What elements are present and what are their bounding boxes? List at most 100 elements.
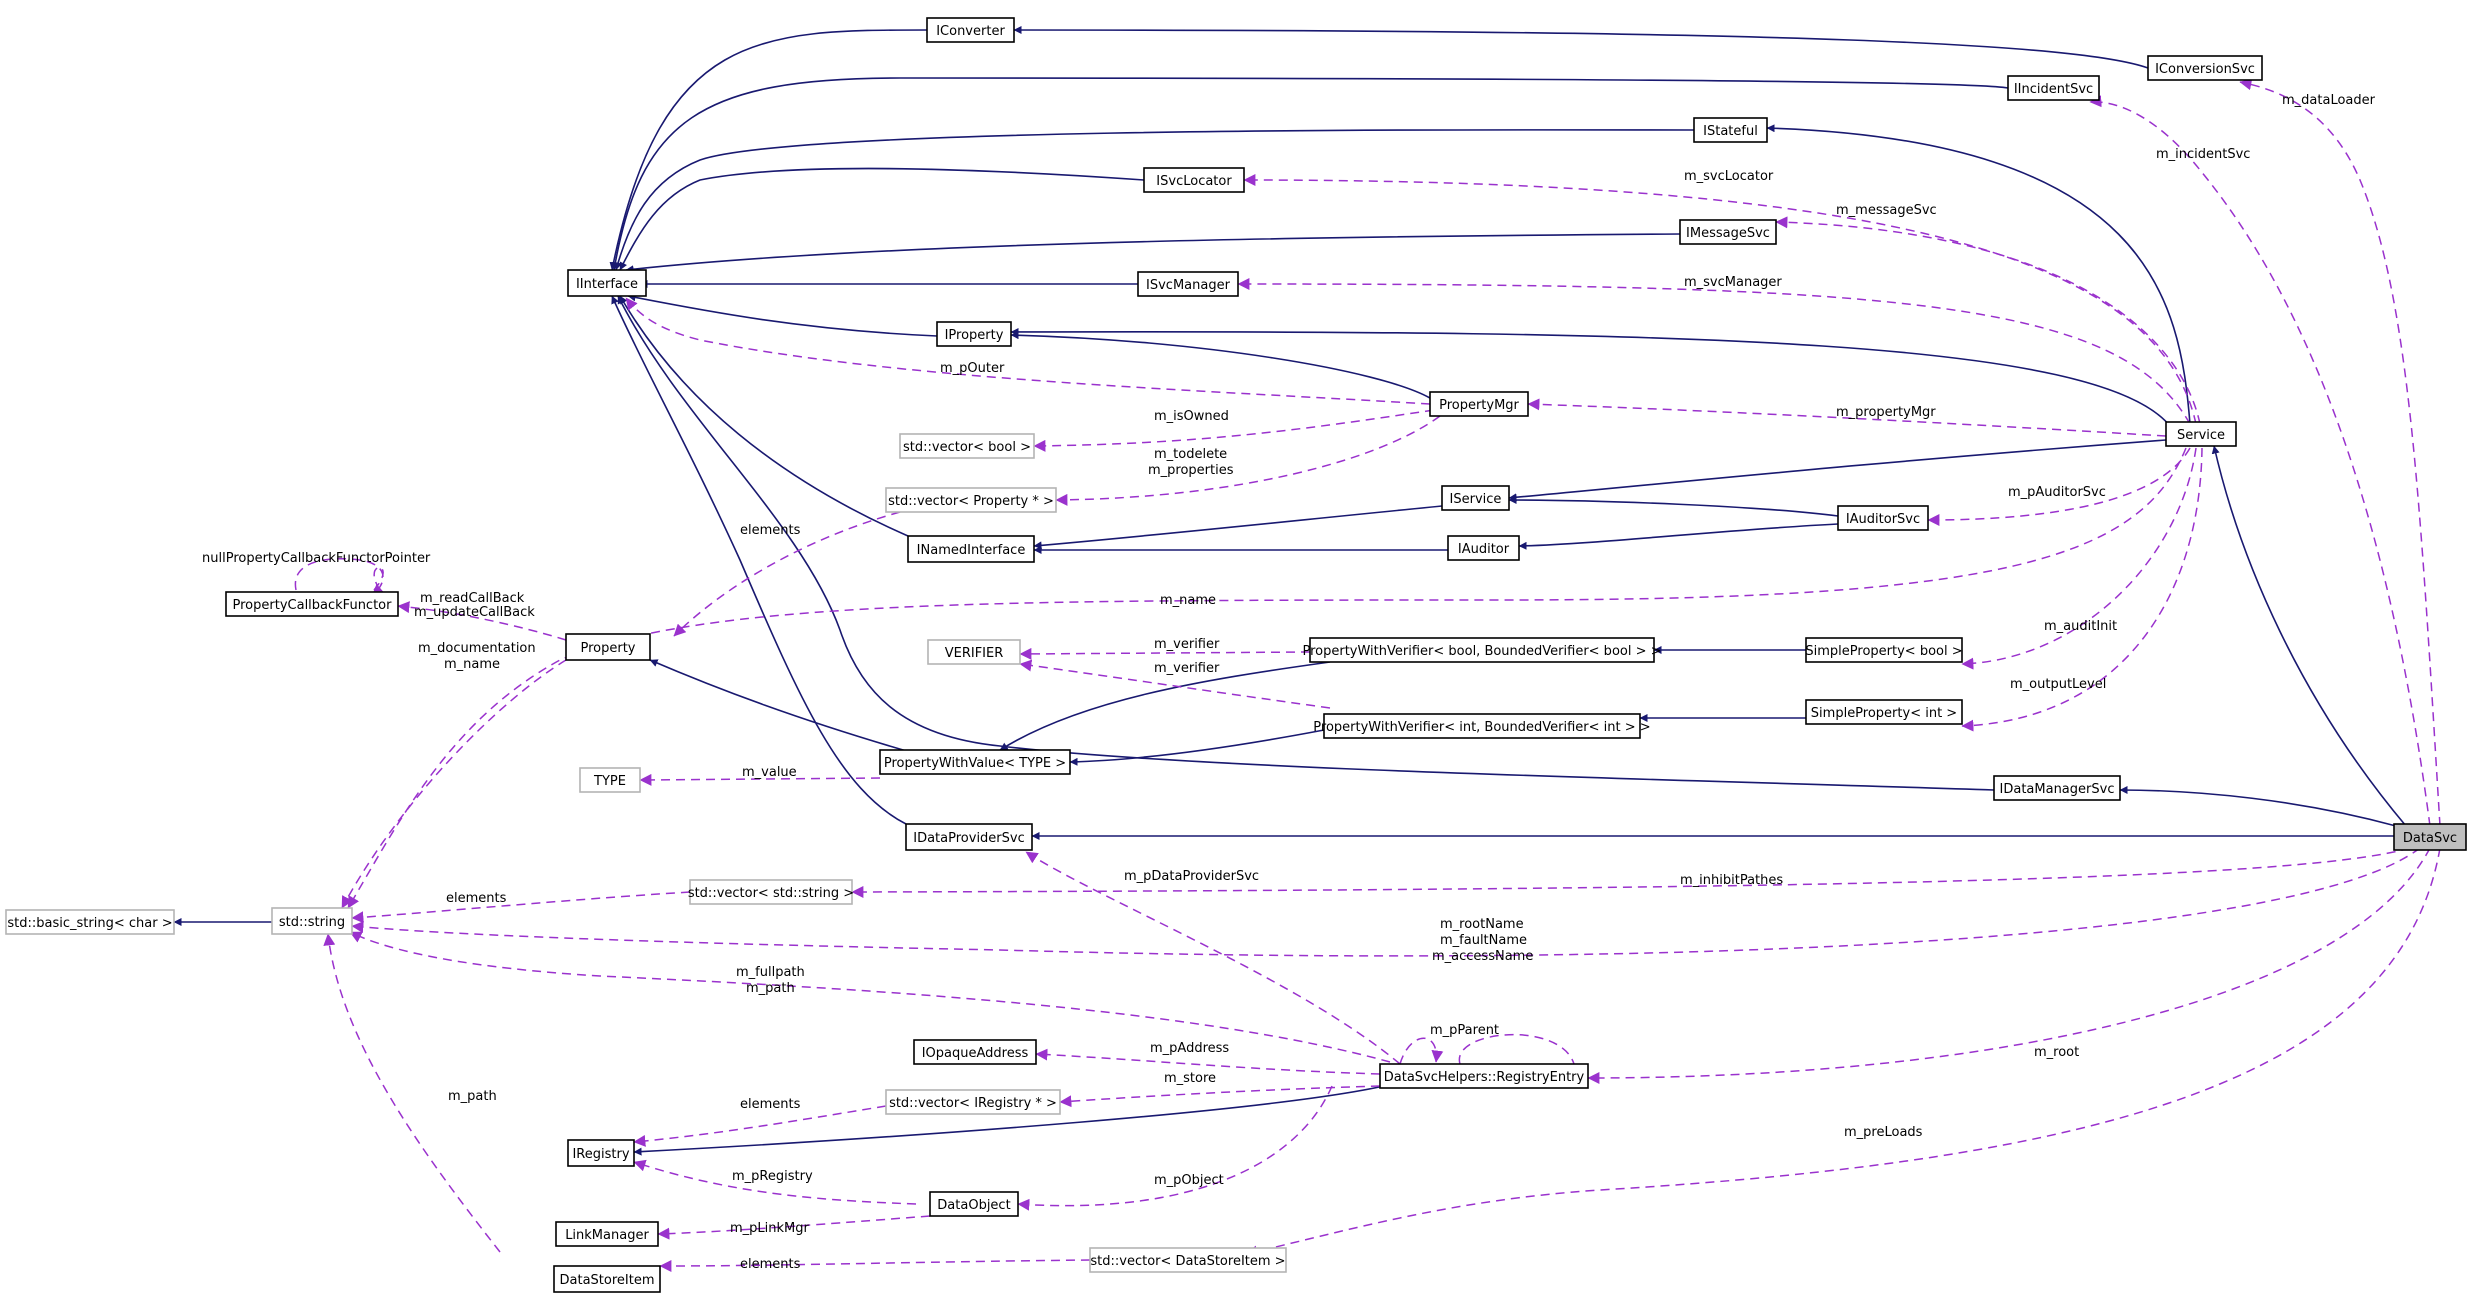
edge-use-elements-string: [351, 891, 691, 924]
node-vector-datastoreitem[interactable]: std::vector< DataStoreItem >: [1089, 1247, 1287, 1273]
node-dataobject[interactable]: DataObject: [929, 1191, 1019, 1217]
edge-label-m-pobject: m_pObject: [1154, 1173, 1224, 1188]
node-service[interactable]: Service: [2165, 421, 2237, 447]
node-simpleproperty-bool[interactable]: SimpleProperty< bool >: [1805, 637, 1963, 663]
node-istateful[interactable]: IStateful: [1693, 117, 1768, 143]
node-vector-bool[interactable]: std::vector< bool >: [899, 433, 1035, 459]
edge-label-m-inhibitpathes: m_inhibitPathes: [1680, 873, 1783, 888]
edge-label-m-incidentsvc: m_incidentSvc: [2156, 147, 2250, 162]
node-iconversionsvc[interactable]: IConversionSvc: [2147, 55, 2263, 81]
node-inamedinterface[interactable]: INamedInterface: [907, 535, 1035, 563]
node-label: Service: [2177, 428, 2225, 443]
edge-use-pauditorsvc: [1927, 447, 2191, 526]
node-linkmanager[interactable]: LinkManager: [555, 1221, 659, 1247]
node-iproperty[interactable]: IProperty: [936, 321, 1012, 347]
edge-use-messagesvc: [1775, 216, 2201, 425]
node-label: std::vector< Property * >: [888, 494, 1054, 509]
node-label: std::vector< DataStoreItem >: [1090, 1254, 1285, 1269]
edge-label-m-store: m_store: [1164, 1071, 1216, 1086]
edge-label-m-verifier-int: m_verifier: [1154, 661, 1220, 676]
node-iinterface[interactable]: IInterface: [567, 269, 647, 297]
edge-label-m-name-service: m_name: [1160, 593, 1216, 608]
edge-labels: m_dataLoader m_incidentSvc m_svcLocator …: [202, 93, 2376, 1272]
edge-use-rootname: [351, 847, 2421, 957]
edge-label-m-documentation: m_documentation: [418, 641, 536, 656]
edge-label-elements-string: elements: [446, 891, 507, 906]
edge-propertywithvalue-property: [649, 659, 911, 753]
inheritance-edges: [173, 26, 2407, 1156]
edge-service-iproperty: [1010, 327, 2171, 427]
node-propertywithvalue[interactable]: PropertyWithValue< TYPE >: [879, 749, 1071, 775]
node-label: PropertyWithValue< TYPE >: [884, 756, 1066, 771]
edge-pwvint-propertywithvalue: [1069, 729, 1325, 766]
node-basic-string[interactable]: std::basic_string< char >: [5, 909, 175, 935]
edge-iproperty-iinterface: [627, 293, 938, 337]
node-label: std::vector< std::string >: [688, 886, 854, 901]
node-datastoreitem[interactable]: DataStoreItem: [553, 1265, 661, 1293]
edge-use-plinkmgr: [657, 1215, 931, 1240]
edge-use-elements-datastore: [659, 1259, 1091, 1272]
node-label: INamedInterface: [917, 543, 1026, 558]
edge-label-m-root: m_root: [2034, 1045, 2079, 1060]
edge-label-m-pregistry: m_pRegistry: [732, 1169, 813, 1184]
edge-pwvbool-propertywithvalue: [999, 661, 1331, 751]
node-datasvc[interactable]: DataSvc: [2393, 823, 2467, 851]
node-iregistry[interactable]: IRegistry: [567, 1139, 635, 1167]
edge-iauditorsvc-iservice: [1508, 496, 1839, 517]
node-propertycallbackfunctor[interactable]: PropertyCallbackFunctor: [225, 591, 399, 617]
node-label: std::basic_string< char >: [7, 916, 172, 931]
node-vector-string[interactable]: std::vector< std::string >: [688, 879, 854, 905]
node-idatamanagersvc[interactable]: IDataManagerSvc: [1993, 775, 2121, 801]
edge-label-m-verifier-bool: m_verifier: [1154, 637, 1220, 652]
edge-label-m-propertymgr: m_propertyMgr: [1836, 405, 1936, 420]
node-iauditor[interactable]: IAuditor: [1447, 535, 1520, 561]
node-registryentry[interactable]: DataSvcHelpers::RegistryEntry: [1379, 1063, 1589, 1089]
edge-service-iservice: [1508, 439, 2167, 502]
node-label: IConversionSvc: [2155, 62, 2255, 77]
node-isvclocator[interactable]: ISvcLocator: [1143, 167, 1245, 193]
node-label: IDataProviderSvc: [913, 831, 1025, 846]
edge-use-path-item: [323, 933, 501, 1253]
node-iopaqueaddress[interactable]: IOpaqueAddress: [913, 1039, 1037, 1065]
node-iincidentsvc[interactable]: IIncidentSvc: [2007, 75, 2100, 101]
edge-propertymgr-iproperty: [1010, 331, 1431, 399]
node-label: IStateful: [1703, 124, 1758, 139]
edge-use-pdataprovidersvc: [1025, 851, 1401, 1065]
node-simpleproperty-int[interactable]: SimpleProperty< int >: [1805, 699, 1963, 725]
node-label: IRegistry: [572, 1147, 629, 1162]
edge-label-elements-registry: elements: [740, 1097, 801, 1112]
node-label: DataObject: [937, 1198, 1010, 1213]
edge-istateful-iinterface: [614, 129, 1695, 271]
edge-datasvc-service: [2211, 445, 2407, 827]
node-idataprovidersvc[interactable]: IDataProviderSvc: [905, 823, 1033, 851]
node-vector-iregistry[interactable]: std::vector< IRegistry * >: [885, 1089, 1061, 1115]
edge-use-name-service: [347, 447, 2187, 909]
edge-use-pobject: [1017, 1085, 1333, 1211]
edge-label-m-readcallback: m_readCallBack: [420, 591, 525, 606]
node-propertymgr[interactable]: PropertyMgr: [1429, 391, 1529, 417]
node-iauditorsvc[interactable]: IAuditorSvc: [1837, 505, 1929, 531]
node-iservice[interactable]: IService: [1441, 485, 1510, 511]
edge-label-m-messagesvc: m_messageSvc: [1836, 203, 1937, 218]
node-imessagesvc[interactable]: IMessageSvc: [1679, 219, 1777, 245]
node-label: IAuditorSvc: [1846, 512, 1920, 527]
edge-label-m-pouter: m_pOuter: [940, 361, 1005, 376]
edge-iincidentsvc-iinterface: [611, 77, 2009, 271]
edge-label-m-path-item: m_path: [448, 1089, 497, 1104]
edge-label-m-outputlevel: m_outputLevel: [2010, 677, 2106, 692]
node-property[interactable]: Property: [565, 633, 651, 661]
node-verifier[interactable]: VERIFIER: [927, 639, 1021, 665]
node-std-string[interactable]: std::string: [271, 907, 353, 935]
edge-imessagesvc-iinterface: [625, 233, 1681, 274]
node-iconverter[interactable]: IConverter: [926, 17, 1015, 43]
node-pwv-bool[interactable]: PropertyWithVerifier< bool, BoundedVerif…: [1302, 637, 1662, 663]
node-type[interactable]: TYPE: [579, 767, 641, 793]
node-label: IMessageSvc: [1686, 226, 1770, 241]
nodes: IConverter IConversionSvc IIncidentSvc I…: [5, 17, 2467, 1293]
node-pwv-int[interactable]: PropertyWithVerifier< int, BoundedVerifi…: [1313, 713, 1651, 739]
node-label: IOpaqueAddress: [922, 1046, 1029, 1061]
edge-use-svclocator: [1243, 174, 2197, 425]
node-isvcmanager[interactable]: ISvcManager: [1137, 271, 1239, 297]
node-vector-property[interactable]: std::vector< Property * >: [885, 487, 1057, 513]
edge-label-m-faultname: m_faultName: [1440, 933, 1527, 948]
